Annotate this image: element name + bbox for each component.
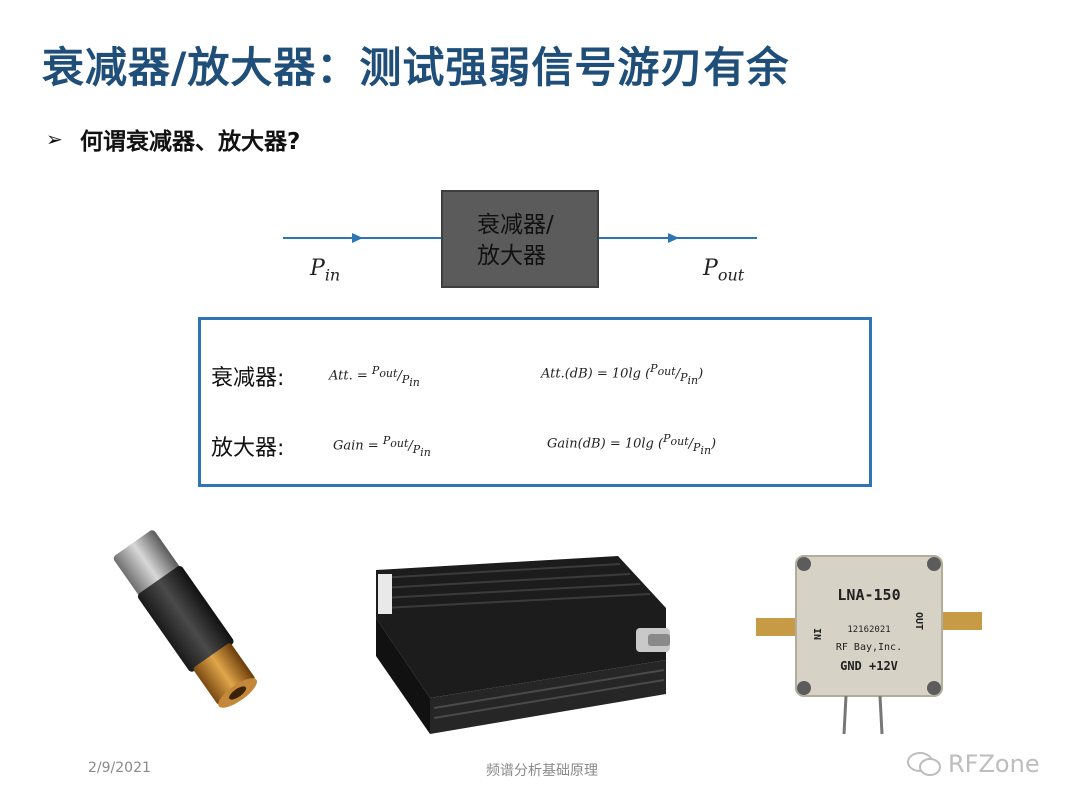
bullet-item: ➢ 何谓衰减器、放大器? xyxy=(46,122,300,156)
lna-amplifier-photo: LNA-150 12162021 RF Bay,Inc. GND +12V IN… xyxy=(756,555,982,735)
wechat-icon xyxy=(907,752,941,776)
input-power-label: Pin xyxy=(310,256,341,285)
lna-out-text: OUT xyxy=(913,612,924,630)
attenuator-label: 衰减器: xyxy=(211,366,285,391)
attenuator-db-formula: Att.(dB) = 10lg (Pout/Pin) xyxy=(541,362,704,388)
amplifier-label: 放大器: xyxy=(211,436,285,461)
watermark-text: RFZone xyxy=(948,750,1040,778)
lna-serial-text: 12162021 xyxy=(847,625,890,635)
block-label-line1: 衰减器/ xyxy=(477,212,554,238)
block-label-line2: 放大器 xyxy=(477,243,546,269)
attenuator-ratio-formula: Att. = Pout/Pin xyxy=(329,364,420,390)
input-arrow-icon xyxy=(352,233,363,243)
attenuator-amplifier-block: 衰减器/ 放大器 xyxy=(441,190,599,288)
lna-power-text: GND +12V xyxy=(840,659,898,673)
formula-box: 衰减器: Att. = Pout/Pin Att.(dB) = 10lg (Po… xyxy=(198,317,872,487)
lna-model-text: LNA-150 xyxy=(837,586,900,604)
coaxial-attenuator-photo xyxy=(113,530,257,708)
watermark: RFZone xyxy=(906,750,1040,778)
slide-title: 衰减器/放大器：测试强弱信号游刃有余 xyxy=(42,43,790,92)
bullet-arrow-icon: ➢ xyxy=(46,127,63,151)
bullet-text: 何谓衰减器、放大器? xyxy=(80,129,301,155)
output-arrow-icon xyxy=(668,233,679,243)
gain-ratio-formula: Gain = Pout/Pin xyxy=(333,434,431,460)
footer-title: 频谱分析基础原理 xyxy=(486,763,598,779)
lna-maker-text: RF Bay,Inc. xyxy=(836,642,902,653)
gain-db-formula: Gain(dB) = 10lg (Pout/Pin) xyxy=(547,432,717,458)
output-power-label: Pout xyxy=(703,256,745,285)
lna-in-text: IN xyxy=(811,628,822,640)
footer-date: 2/9/2021 xyxy=(88,760,151,776)
high-power-attenuator-photo xyxy=(376,556,670,734)
